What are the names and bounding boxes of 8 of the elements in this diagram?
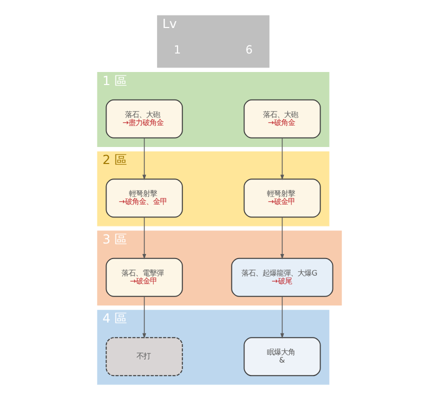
arrow: [280, 216, 284, 260]
arrow: [280, 296, 284, 339]
label: 6: [246, 44, 253, 57]
arrow: [142, 296, 146, 339]
arrow: [142, 216, 146, 260]
arrow: [280, 138, 284, 180]
label: 1: [174, 44, 181, 57]
arrow: [142, 138, 146, 180]
